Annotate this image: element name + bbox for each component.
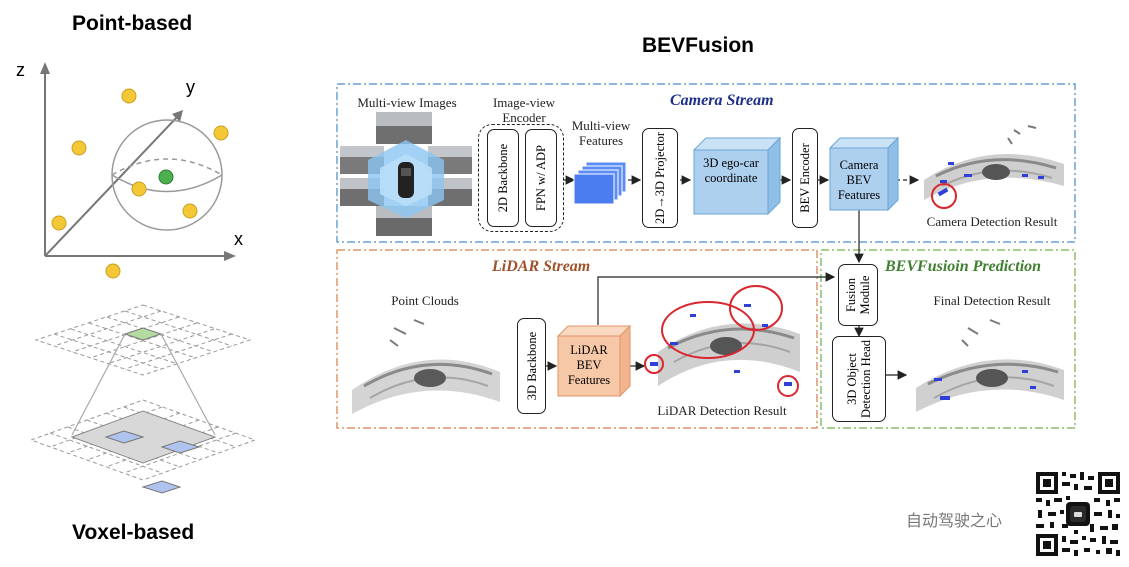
bevfusion-title: BEVFusion (642, 34, 755, 57)
lidar-stream-frame (336, 249, 818, 429)
lidar-to-fusion-line (597, 272, 836, 325)
multi-view-features-label: Multi-view Features (571, 118, 631, 148)
point-based-title: Point-based (72, 12, 193, 35)
blue-voxel (160, 440, 201, 454)
blue-voxel (104, 430, 145, 444)
backbone-2d-block: 2D Backbone (487, 129, 519, 227)
point-based-illustration (40, 62, 236, 279)
projector-block: 2D→3D Projector (642, 128, 678, 228)
fusion-title: BEVFusioin Prediction (885, 258, 1042, 275)
backbone-3d-block: 3D Backbone (517, 318, 546, 414)
camera-detection-result-label: Camera Detection Result (926, 214, 1058, 229)
multi-view-features-stack (573, 161, 627, 205)
final-detection-result-image (916, 319, 1064, 412)
y-axis (44, 115, 179, 257)
camera-stream-title: Camera Stream (670, 92, 774, 109)
image-view-encoder-label: Image-view Encoder (492, 95, 556, 125)
yellow-point (51, 215, 67, 231)
camera-bev-features-cube (828, 136, 900, 212)
y-axis-arrowhead (172, 110, 183, 122)
lidar-bev-features-label: LiDAR BEV Features (567, 343, 611, 387)
multi-view-images-label: Multi-view Images (357, 95, 457, 110)
z-axis-arrowhead (40, 62, 50, 74)
yellow-point (213, 125, 229, 141)
fusion-module-block: Fusion Module (838, 264, 878, 326)
ego-car-coordinate-cube (692, 136, 782, 216)
detection-head-block: 3D Object Detection Head (832, 336, 886, 422)
qr-code (1034, 470, 1122, 558)
voxel-based-title: Voxel-based (72, 521, 195, 544)
sphere-equator-back (111, 158, 223, 176)
fusion-frame (820, 249, 1076, 429)
bev-encoder-block: BEV Encoder (792, 128, 818, 228)
yellow-point (131, 181, 147, 197)
voxel-based-illustration (29, 304, 257, 494)
ego-car-coordinate-label: 3D ego-car coordinate (703, 156, 759, 185)
yellow-point (105, 263, 121, 279)
lidar-bev-features-cube (556, 324, 632, 398)
yellow-point (71, 140, 87, 156)
point-clouds-image (352, 319, 500, 414)
axis-y-label: y (186, 77, 195, 97)
point-clouds-label: Point Clouds (391, 293, 459, 308)
lidar-stream-title: LiDAR Stream (492, 258, 591, 275)
final-detection-result-label: Final Detection Result (933, 293, 1051, 308)
yellow-point (121, 88, 137, 104)
green-center-point (158, 169, 174, 185)
sphere-equator-front (111, 174, 223, 193)
multi-view-images-illustration (340, 112, 472, 236)
lidar-detection-result-label: LiDAR Detection Result (657, 403, 787, 418)
x-axis-arrowhead (224, 251, 236, 261)
yellow-point (182, 203, 198, 219)
lidar-detection-result-image (644, 285, 800, 397)
blue-voxel (141, 480, 182, 494)
camera-bev-features-label: Camera BEV Features (837, 158, 881, 202)
fpn-adp-block: FPN w/ ADP (525, 129, 557, 227)
camera-stream-frame (336, 83, 1076, 243)
camera-detection-result-image (924, 125, 1064, 209)
axis-x-label: x (234, 229, 243, 249)
image-view-encoder-group (478, 124, 564, 232)
watermark-text: 自动驾驶之心 (906, 511, 1003, 530)
axis-z-label: z (16, 60, 25, 80)
